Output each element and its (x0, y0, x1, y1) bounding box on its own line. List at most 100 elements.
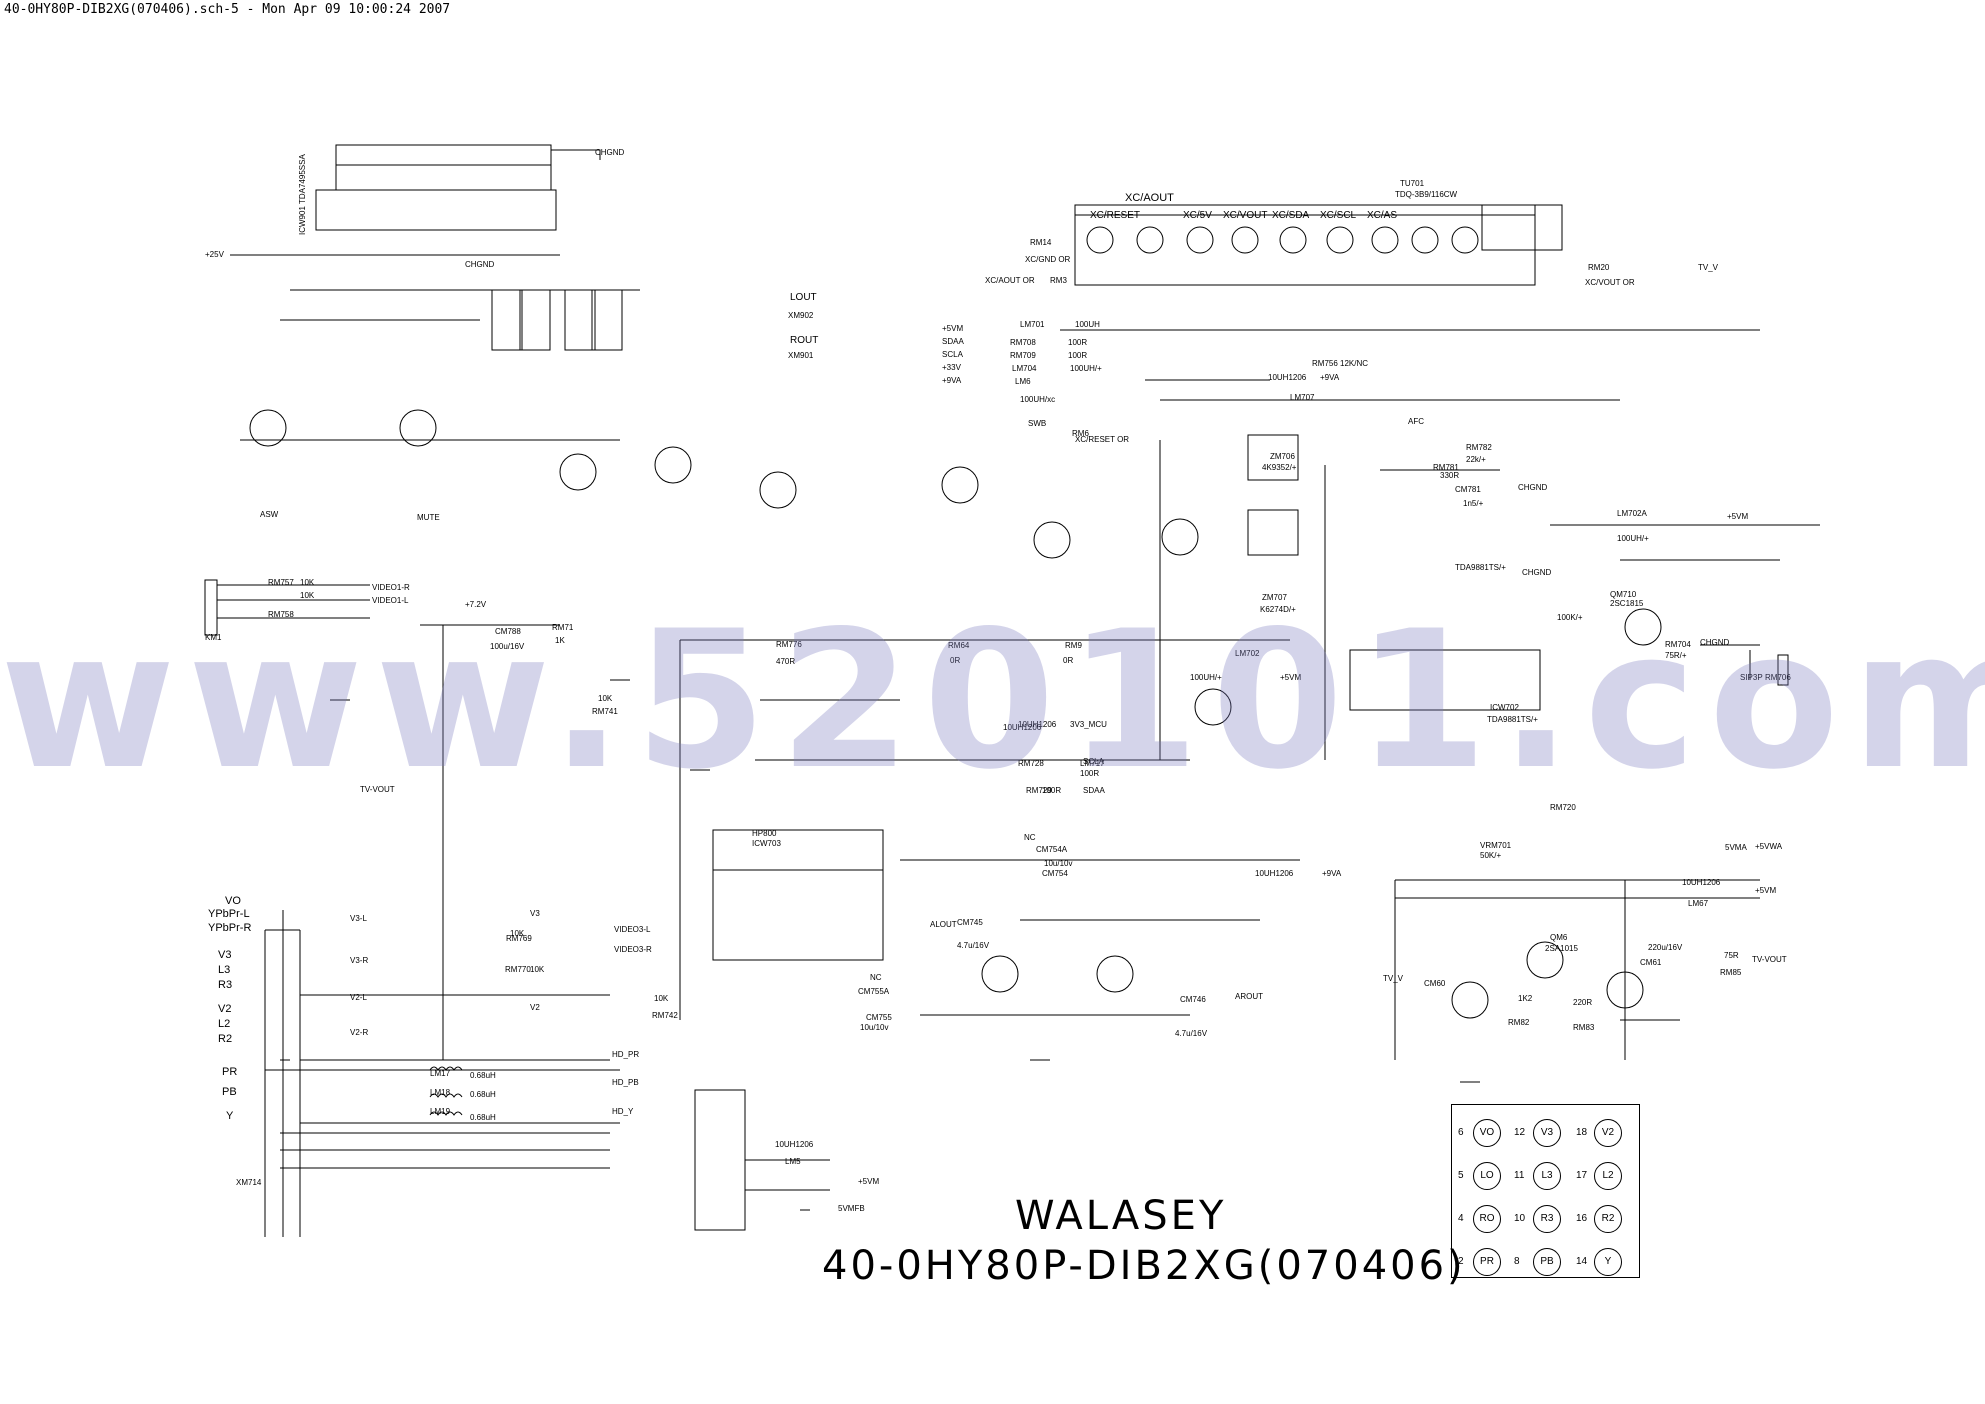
svg-text:LM17: LM17 (430, 1069, 451, 1078)
svg-text:RM729: RM729 (1026, 786, 1052, 795)
svg-text:TV-VOUT: TV-VOUT (1752, 955, 1787, 964)
svg-text:0.68uH: 0.68uH (470, 1090, 496, 1099)
svg-text:LM5: LM5 (785, 1157, 801, 1166)
svg-text:10UH1206: 10UH1206 (1268, 373, 1307, 382)
svg-text:5VMFB: 5VMFB (838, 1204, 865, 1213)
pin-number: 2 (1458, 1256, 1464, 1267)
svg-text:3V3_MCU: 3V3_MCU (1070, 720, 1107, 729)
svg-text:XM714: XM714 (236, 1178, 262, 1187)
svg-text:CM755: CM755 (866, 1013, 892, 1022)
svg-text:LM701: LM701 (1020, 320, 1045, 329)
svg-text:RM720: RM720 (1550, 803, 1576, 812)
svg-text:XC/SDA: XC/SDA (1272, 210, 1310, 221)
ic-tda9881 (1349, 649, 1541, 711)
svg-text:220u/16V: 220u/16V (1648, 943, 1683, 952)
svg-text:+25V: +25V (205, 250, 225, 259)
pin-label: RO (1473, 1205, 1501, 1233)
svg-text:330R: 330R (1440, 471, 1459, 480)
svg-text:+7.2V: +7.2V (465, 600, 487, 609)
svg-text:CHGND: CHGND (1522, 568, 1552, 577)
svg-text:HP800: HP800 (752, 829, 777, 838)
svg-text:RM71: RM71 (552, 623, 574, 632)
svg-text:HD_PB: HD_PB (612, 1078, 639, 1087)
pin-label: VO (1473, 1119, 1501, 1147)
svg-text:RM757: RM757 (268, 578, 294, 587)
svg-text:+5VM: +5VM (1727, 512, 1748, 521)
svg-text:RM756 12K/NC: RM756 12K/NC (1312, 359, 1368, 368)
svg-text:TV_V: TV_V (1383, 974, 1404, 983)
svg-text:0R: 0R (950, 656, 960, 665)
svg-text:CHGND: CHGND (1700, 638, 1730, 647)
svg-text:XC/VOUT OR: XC/VOUT OR (1585, 278, 1635, 287)
svg-text:CM61: CM61 (1640, 958, 1662, 967)
svg-text:ICW703: ICW703 (752, 839, 781, 848)
svg-text:LM67: LM67 (1688, 899, 1709, 908)
svg-text:10u/10v: 10u/10v (1044, 859, 1072, 868)
svg-text:SWB: SWB (1028, 419, 1046, 428)
svg-text:XC/AS: XC/AS (1367, 210, 1397, 221)
pin-label: PB (1533, 1248, 1561, 1276)
ic-label-icw901: ICW901 TDA7495SSA (298, 154, 307, 235)
svg-text:V2-R: V2-R (350, 1028, 368, 1037)
pin-number: 18 (1576, 1127, 1588, 1138)
svg-text:100K/+: 100K/+ (1557, 613, 1583, 622)
svg-text:RM741: RM741 (592, 707, 618, 716)
port-v3: V3 (218, 949, 231, 961)
svg-text:LOUT: LOUT (790, 292, 817, 303)
svg-text:ZM707: ZM707 (1262, 593, 1287, 602)
svg-text:1n5/+: 1n5/+ (1463, 499, 1484, 508)
svg-text:SIP3P: SIP3P (1740, 673, 1763, 682)
icw901-body (335, 144, 552, 191)
svg-text:VRM701: VRM701 (1480, 841, 1512, 850)
pin-label: L2 (1594, 1162, 1622, 1190)
svg-text:CM755A: CM755A (858, 987, 890, 996)
svg-text:100UH/+: 100UH/+ (1070, 364, 1102, 373)
svg-text:LM702A: LM702A (1617, 509, 1647, 518)
svg-text:ROUT: ROUT (790, 335, 818, 346)
svg-text:10K: 10K (654, 994, 669, 1003)
pin-number: 12 (1514, 1127, 1526, 1138)
port-ypbpr-l: YPbPr-L (208, 908, 250, 920)
svg-text:RM781: RM781 (1433, 463, 1459, 472)
svg-text:RM708: RM708 (1010, 338, 1036, 347)
svg-text:CHGND: CHGND (595, 148, 625, 157)
svg-text:100R: 100R (1042, 786, 1061, 795)
port-ypbpr-r: YPbPr-R (208, 922, 251, 934)
svg-text:XC/AOUT: XC/AOUT (1125, 192, 1174, 204)
svg-text:V3: V3 (530, 909, 540, 918)
svg-text:1K: 1K (555, 636, 565, 645)
svg-text:10UH1206: 10UH1206 (1018, 720, 1057, 729)
svg-text:1K2: 1K2 (1518, 994, 1533, 1003)
pin-label: PR (1473, 1248, 1501, 1276)
svg-text:+5VM: +5VM (858, 1177, 879, 1186)
port-pb: PB (222, 1086, 237, 1098)
svg-text:100R: 100R (1068, 338, 1087, 347)
svg-text:4K9352/+: 4K9352/+ (1262, 463, 1297, 472)
svg-text:AFC: AFC (1408, 417, 1424, 426)
title-brand: WALASEY (1015, 1193, 1227, 1239)
svg-text:0.68uH: 0.68uH (470, 1113, 496, 1122)
svg-text:10UH1206: 10UH1206 (1682, 878, 1721, 887)
svg-text:V2-L: V2-L (350, 993, 367, 1002)
svg-text:100UH/+: 100UH/+ (1617, 534, 1649, 543)
svg-text:XC/AOUT OR: XC/AOUT OR (985, 276, 1035, 285)
port-pr: PR (222, 1066, 237, 1078)
svg-text:RM83: RM83 (1573, 1023, 1595, 1032)
pin-label: R2 (1594, 1205, 1622, 1233)
svg-text:TDQ-3B9/116CW: TDQ-3B9/116CW (1395, 190, 1458, 199)
svg-text:RM704: RM704 (1665, 640, 1691, 649)
svg-text:LM6: LM6 (1015, 377, 1031, 386)
svg-text:RM82: RM82 (1508, 1018, 1530, 1027)
pin-label: V3 (1533, 1119, 1561, 1147)
svg-text:RM782: RM782 (1466, 443, 1492, 452)
svg-text:10u/10v: 10u/10v (860, 1023, 888, 1032)
svg-text:CM781: CM781 (1455, 485, 1481, 494)
svg-text:XC/RESET: XC/RESET (1090, 210, 1140, 221)
pin-number: 16 (1576, 1213, 1588, 1224)
svg-text:CM754A: CM754A (1036, 845, 1068, 854)
svg-text:XC/VOUT: XC/VOUT (1223, 210, 1267, 221)
port-l2: L2 (218, 1018, 230, 1030)
svg-text:RM64: RM64 (948, 641, 970, 650)
svg-text:NC: NC (870, 973, 882, 982)
